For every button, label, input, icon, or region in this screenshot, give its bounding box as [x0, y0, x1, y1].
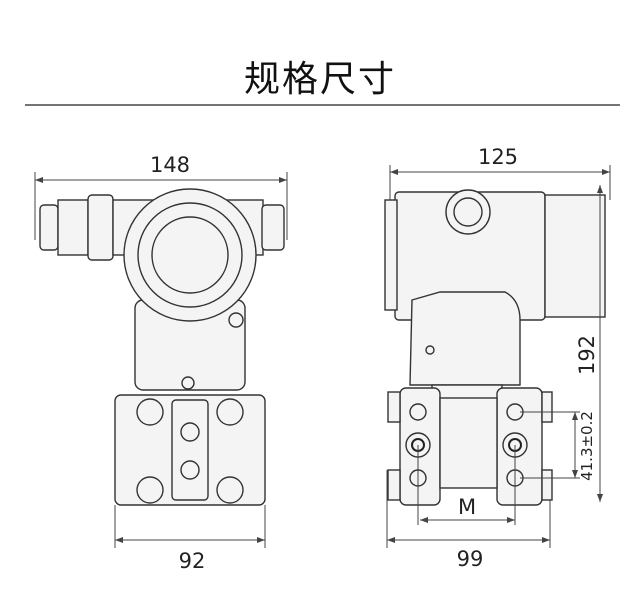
front-view: [34, 172, 288, 548]
dim-port-spacing: 41.3±0.2: [578, 411, 596, 481]
dim-front-flange-width: 92: [179, 549, 206, 573]
side-view: [384, 165, 611, 548]
dim-side-width: 125: [478, 145, 518, 169]
dim-front-width: 148: [150, 153, 190, 177]
dim-center-distance: M: [458, 495, 476, 519]
dim-side-flange-width: 99: [457, 547, 484, 571]
dim-side-height: 192: [575, 335, 599, 375]
page-title: 规格尺寸: [243, 59, 396, 100]
